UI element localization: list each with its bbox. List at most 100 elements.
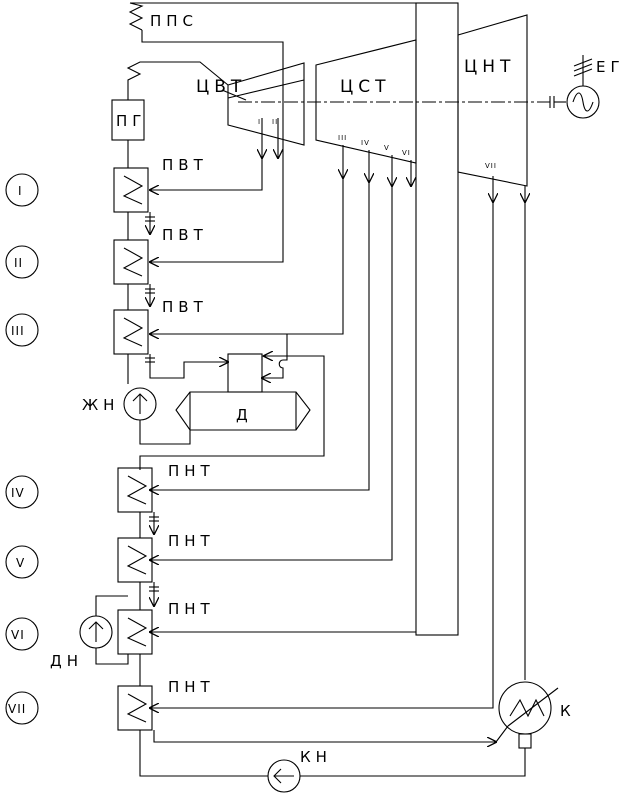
label-pnt-7: ПНТ (168, 678, 215, 696)
condenser: К (153, 681, 576, 749)
stage-marker-4: IV (5, 475, 39, 509)
heater-pnt-6-coil (126, 617, 148, 647)
cylinder-cnt (457, 14, 528, 187)
generator (566, 55, 600, 119)
deaerator-column (227, 353, 263, 393)
condenser-circle (498, 681, 552, 735)
heater-pvt-3: ПВТ (113, 298, 208, 355)
label-pvt-2: ПВТ (162, 226, 208, 244)
cylinder-cvt (227, 62, 305, 146)
extraction-1-to-pvt1 (150, 158, 263, 190)
label-zhn: ЖН (82, 396, 119, 414)
heater-pnt-4: ПНТ (117, 462, 210, 513)
steam-generator-group: ПГ (111, 2, 416, 155)
extraction-4-to-pnt4 (150, 182, 370, 490)
condenser-coil (509, 698, 545, 718)
heater-pvt-3-coil (122, 317, 144, 347)
stage-label-4: IV (11, 486, 25, 500)
label-deaerator: Д (236, 406, 253, 424)
generator-bar-1 (573, 58, 593, 67)
label-cnt: ЦНТ (464, 57, 515, 77)
heater-pvt-1-box (113, 167, 149, 213)
extraction-label-5: V (384, 144, 390, 152)
stage-label-3: III (11, 324, 25, 338)
heater-pnt-6: ПНТ (117, 600, 215, 655)
label-pvt-3: ПВТ (162, 298, 208, 316)
heater-pvt-2: ПВТ (113, 226, 208, 285)
label-pnt-5: ПНТ (168, 532, 215, 550)
stage-label-6: VI (11, 628, 25, 642)
condensate-to-deaerator (139, 355, 325, 470)
crossover-duct (415, 2, 459, 636)
deaerator-group: Д (139, 353, 325, 470)
cvt-inner-line (227, 79, 305, 99)
heater-pnt-5: ПНТ (117, 532, 215, 583)
drain-pump: ДН (50, 595, 129, 670)
label-k: К (560, 702, 576, 720)
heater-pvt-2-box (113, 239, 149, 285)
extraction-3-to-pvt3 (150, 178, 344, 334)
label-pps: ППС (150, 12, 198, 30)
label-cst: ЦСТ (340, 77, 390, 97)
main-steam-coil (126, 61, 229, 100)
heater-pnt-6-box (117, 609, 153, 655)
label-eg: ЕГ (596, 58, 625, 76)
extraction-label-3: III (338, 134, 347, 142)
heater-pnt-7: ПНТ (117, 678, 215, 731)
stage-label-1: I (18, 184, 23, 198)
heater-pvt-3-box (113, 309, 149, 355)
feed-pump-arrow-icon (132, 393, 148, 414)
extraction-label-6: VI (402, 149, 411, 157)
condensate-pump: КН (139, 730, 526, 793)
label-cvt-leader (221, 89, 247, 101)
label-pg: ПГ (116, 112, 146, 130)
extraction-7-to-pnt7 (150, 202, 494, 708)
label-dn: ДН (50, 652, 83, 670)
drain-pump-piping (95, 595, 129, 665)
heater-pnt-5-coil (126, 545, 148, 575)
feed-pump-circle (123, 387, 157, 421)
extraction-2-to-pvt2 (150, 155, 284, 262)
extraction-label-7: VII (485, 162, 497, 170)
heater-pvt-1-coil (122, 175, 144, 205)
pnt-drains (149, 512, 159, 606)
pnt7-drain-to-condenser (153, 730, 496, 742)
label-pvt-1: ПВТ (162, 156, 208, 174)
generator-bar-2 (573, 63, 593, 72)
pps-coil (128, 2, 144, 31)
extraction-label-4: IV (361, 139, 370, 147)
generator-sine-icon (572, 92, 594, 112)
stage-marker-1: I (5, 173, 39, 207)
extraction-3-to-deaerator (262, 334, 288, 378)
pvt3-drain-to-deaerator (149, 354, 228, 379)
stage-marker-6: VI (5, 617, 39, 651)
pvt-drains (145, 212, 155, 363)
condensate-pump-arrow-icon (273, 768, 294, 784)
label-pnt-6: ПНТ (168, 600, 215, 618)
stage-marker-5: V (5, 545, 39, 579)
extraction-label-2: II (272, 118, 278, 126)
extraction-5-to-pnt5 (150, 186, 393, 560)
heater-pnt-5-box (117, 537, 153, 583)
heater-pnt-4-box (117, 467, 153, 513)
extraction-label-1: I (258, 118, 261, 126)
turbine (227, 2, 566, 636)
stage-label-5: V (16, 556, 25, 570)
heater-pvt-1: ПВТ (113, 156, 208, 213)
label-kn: КН (300, 748, 332, 766)
label-cvt: ЦВТ (196, 77, 246, 97)
pps-steam-line (141, 30, 284, 155)
drain-pump-arrow-icon (88, 621, 104, 642)
heater-pnt-4-coil (126, 475, 148, 505)
heater-pnt-7-box (117, 685, 153, 731)
feed-pump: ЖН (82, 387, 157, 421)
stage-marker-7: VII (5, 691, 39, 725)
generator-bar-3 (573, 68, 593, 77)
condensate-piping (139, 730, 526, 777)
stage-label-7: VII (8, 702, 26, 716)
deaerator-outlet (139, 420, 191, 445)
heater-pvt-2-coil (122, 247, 144, 277)
condenser-hotwell (518, 733, 532, 749)
condenser-cooling-out (495, 725, 509, 743)
